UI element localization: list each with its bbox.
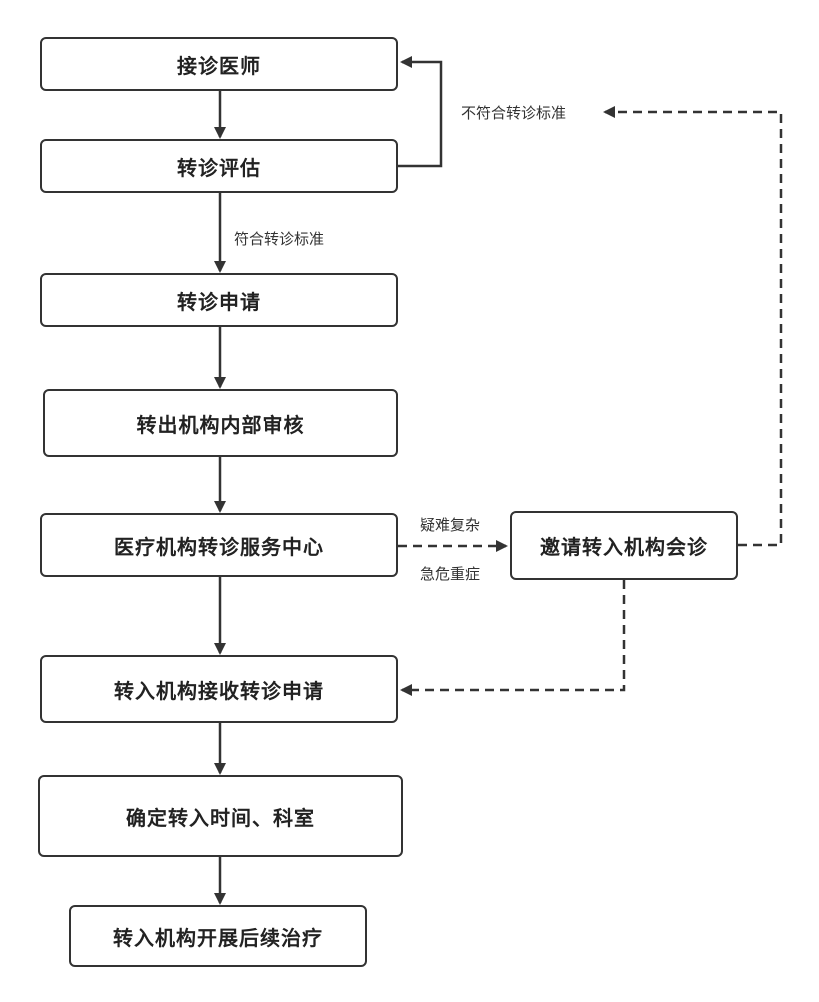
node-receive-application: 转入机构接收转诊申请 — [40, 655, 398, 723]
label-not-meets-criteria: 不符合转诊标准 — [461, 104, 567, 122]
node-service-center: 医疗机构转诊服务中心 — [40, 513, 398, 577]
node-receiving-doctor: 接诊医师 — [40, 37, 398, 91]
node-confirm-time: 确定转入时间、科室 — [38, 775, 403, 857]
label-meets-criteria: 符合转诊标准 — [234, 230, 325, 248]
node-referral-application: 转诊申请 — [40, 273, 398, 327]
node-referral-assessment: 转诊评估 — [40, 139, 398, 193]
label-difficult-complex: 疑难复杂 — [420, 516, 481, 534]
dashed-arrow-consultation-to-receive — [400, 580, 626, 696]
node-follow-up: 转入机构开展后续治疗 — [69, 905, 367, 967]
node-consultation: 邀请转入机构会诊 — [510, 511, 738, 580]
arrow-assessment-loop-back — [398, 56, 443, 168]
dashed-arrow-consultation-to-not-criteria — [603, 106, 783, 547]
node-internal-review: 转出机构内部审核 — [43, 389, 398, 457]
label-critical-severe: 急危重症 — [420, 565, 481, 583]
